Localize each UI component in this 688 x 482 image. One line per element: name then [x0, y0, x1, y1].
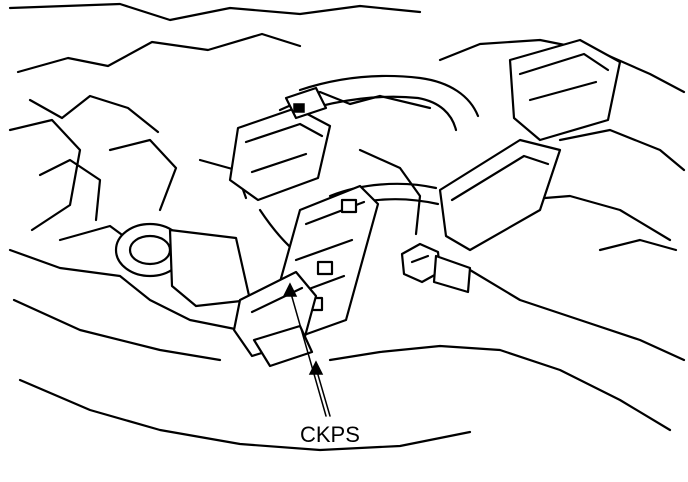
bolt-icon	[400, 242, 472, 294]
mounting-bracket	[438, 38, 622, 252]
callout-leaders	[282, 282, 331, 417]
engine-block-outline	[8, 2, 686, 452]
crankshaft-position-sensor	[232, 184, 380, 368]
ckps-label: CKPS	[300, 422, 360, 447]
cylinder-boss	[114, 222, 252, 308]
upper-connector	[228, 86, 332, 202]
hose-pipe	[298, 74, 480, 132]
